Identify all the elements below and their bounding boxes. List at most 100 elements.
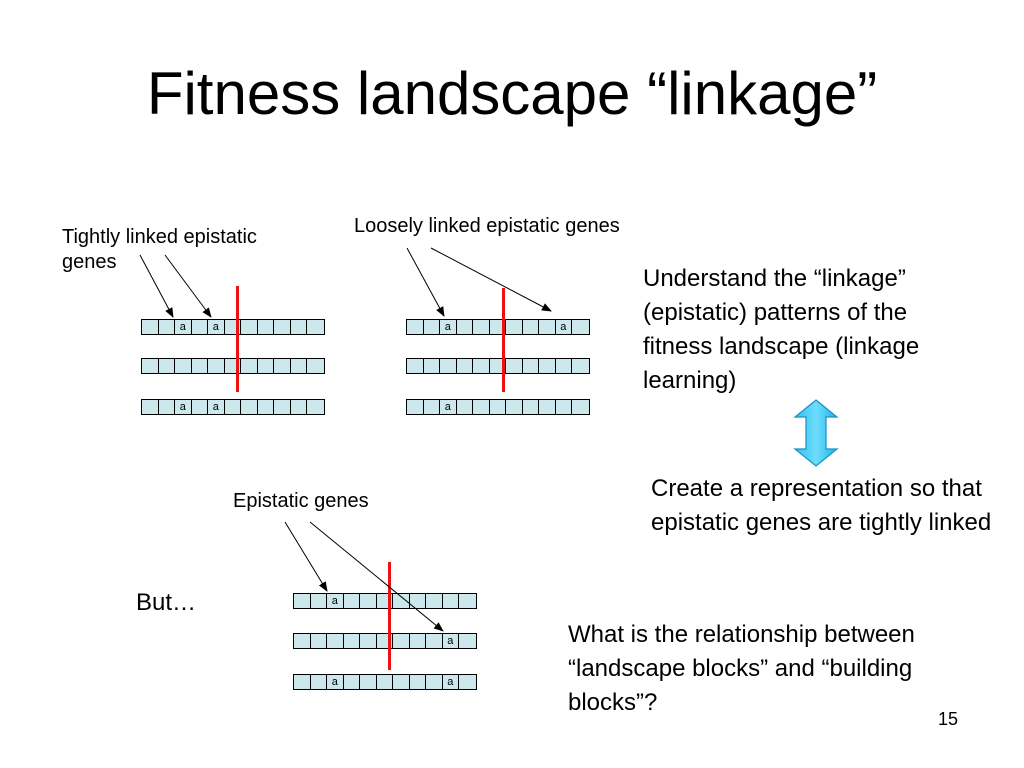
loose-chromosome-2 — [406, 358, 590, 374]
gene-cell: a — [443, 675, 459, 689]
gene-cell — [407, 359, 424, 373]
gene-cell — [490, 359, 506, 373]
gene-cell — [410, 594, 426, 608]
gene-cell — [159, 359, 175, 373]
loose-arrow-1 — [406, 247, 445, 317]
gene-cell — [311, 675, 327, 689]
gene-cell — [523, 320, 539, 334]
gene-cell — [360, 594, 377, 608]
gene-cell — [393, 594, 410, 608]
gene-cell — [344, 594, 360, 608]
gene-cell — [539, 400, 556, 414]
tight-cut-line — [236, 286, 239, 392]
gene-cell — [377, 675, 393, 689]
gene-cell — [424, 400, 440, 414]
gene-cell — [426, 675, 443, 689]
gene-cell — [473, 359, 490, 373]
gene-cell — [294, 594, 311, 608]
gene-cell — [327, 634, 344, 648]
slide-number: 15 — [938, 709, 959, 729]
gene-cell — [490, 400, 506, 414]
gene-cell — [523, 400, 539, 414]
gene-cell — [159, 320, 175, 334]
loose-cut-line — [502, 288, 505, 392]
gene-cell — [457, 320, 473, 334]
gene-cell — [506, 359, 523, 373]
loose-arrow-2 — [430, 247, 552, 312]
gene-cell — [424, 359, 440, 373]
gene-cell — [241, 400, 258, 414]
gene-cell — [556, 400, 572, 414]
but-text: But… — [136, 589, 197, 616]
gene-cell — [241, 359, 258, 373]
gene-cell — [426, 594, 443, 608]
epistatic-genes-label: Epistatic genes — [233, 490, 369, 512]
gene-cell — [294, 675, 311, 689]
gene-cell — [142, 400, 159, 414]
gene-cell — [192, 359, 208, 373]
gene-cell — [344, 675, 360, 689]
tight-chromosome-2 — [141, 358, 325, 374]
gene-cell — [142, 359, 159, 373]
gene-cell — [142, 320, 159, 334]
gene-cell — [424, 320, 440, 334]
gene-cell — [344, 634, 360, 648]
gene-cell — [490, 320, 506, 334]
gene-cell — [473, 320, 490, 334]
gene-cell: a — [208, 320, 225, 334]
loosely-linked-label: Loosely linked epistatic genes — [354, 215, 620, 237]
gene-cell — [291, 359, 307, 373]
gene-cell — [556, 359, 572, 373]
double-headed-arrow-icon — [793, 399, 839, 467]
tightly-linked-label: Tightly linked epistatic genes — [62, 226, 257, 273]
gene-cell — [457, 400, 473, 414]
create-representation-text: Create a representation so that epistati… — [651, 475, 992, 536]
gene-cell — [443, 594, 459, 608]
gene-cell — [225, 320, 241, 334]
gene-cell — [360, 634, 377, 648]
gene-cell: a — [327, 594, 344, 608]
relationship-question-text: What is the relationship between “landsc… — [568, 621, 915, 716]
gene-cell — [393, 634, 410, 648]
gene-cell — [291, 320, 307, 334]
epistatic-arrow-2 — [309, 521, 444, 632]
gene-cell — [457, 359, 473, 373]
loose-chromosome-3: a — [406, 399, 590, 415]
gene-cell: a — [175, 400, 192, 414]
epistatic-arrow-1 — [284, 521, 328, 592]
bottom-cut-line — [388, 562, 391, 670]
gene-cell — [311, 594, 327, 608]
gene-cell: a — [556, 320, 572, 334]
gene-cell — [426, 634, 443, 648]
tight-arrow-2 — [164, 254, 212, 318]
gene-cell — [360, 675, 377, 689]
gene-cell — [311, 634, 327, 648]
gene-cell — [377, 634, 393, 648]
gene-cell — [208, 359, 225, 373]
gene-cell — [225, 400, 241, 414]
gene-cell — [410, 675, 426, 689]
gene-cell — [258, 400, 274, 414]
gene-cell — [241, 320, 258, 334]
gene-cell — [294, 634, 311, 648]
understand-linkage-text: Understand the “linkage” (epistatic) pat… — [643, 265, 920, 394]
gene-cell — [175, 359, 192, 373]
gene-cell — [274, 400, 291, 414]
gene-cell — [473, 400, 490, 414]
gene-cell — [192, 400, 208, 414]
gene-cell: a — [440, 320, 457, 334]
gene-cell — [159, 400, 175, 414]
gene-cell — [192, 320, 208, 334]
gene-cell: a — [208, 400, 225, 414]
gene-cell — [539, 320, 556, 334]
bottom-chromosome-2: a — [293, 633, 477, 649]
gene-cell — [440, 359, 457, 373]
gene-cell: a — [175, 320, 192, 334]
gene-cell — [377, 594, 393, 608]
gene-cell — [410, 634, 426, 648]
